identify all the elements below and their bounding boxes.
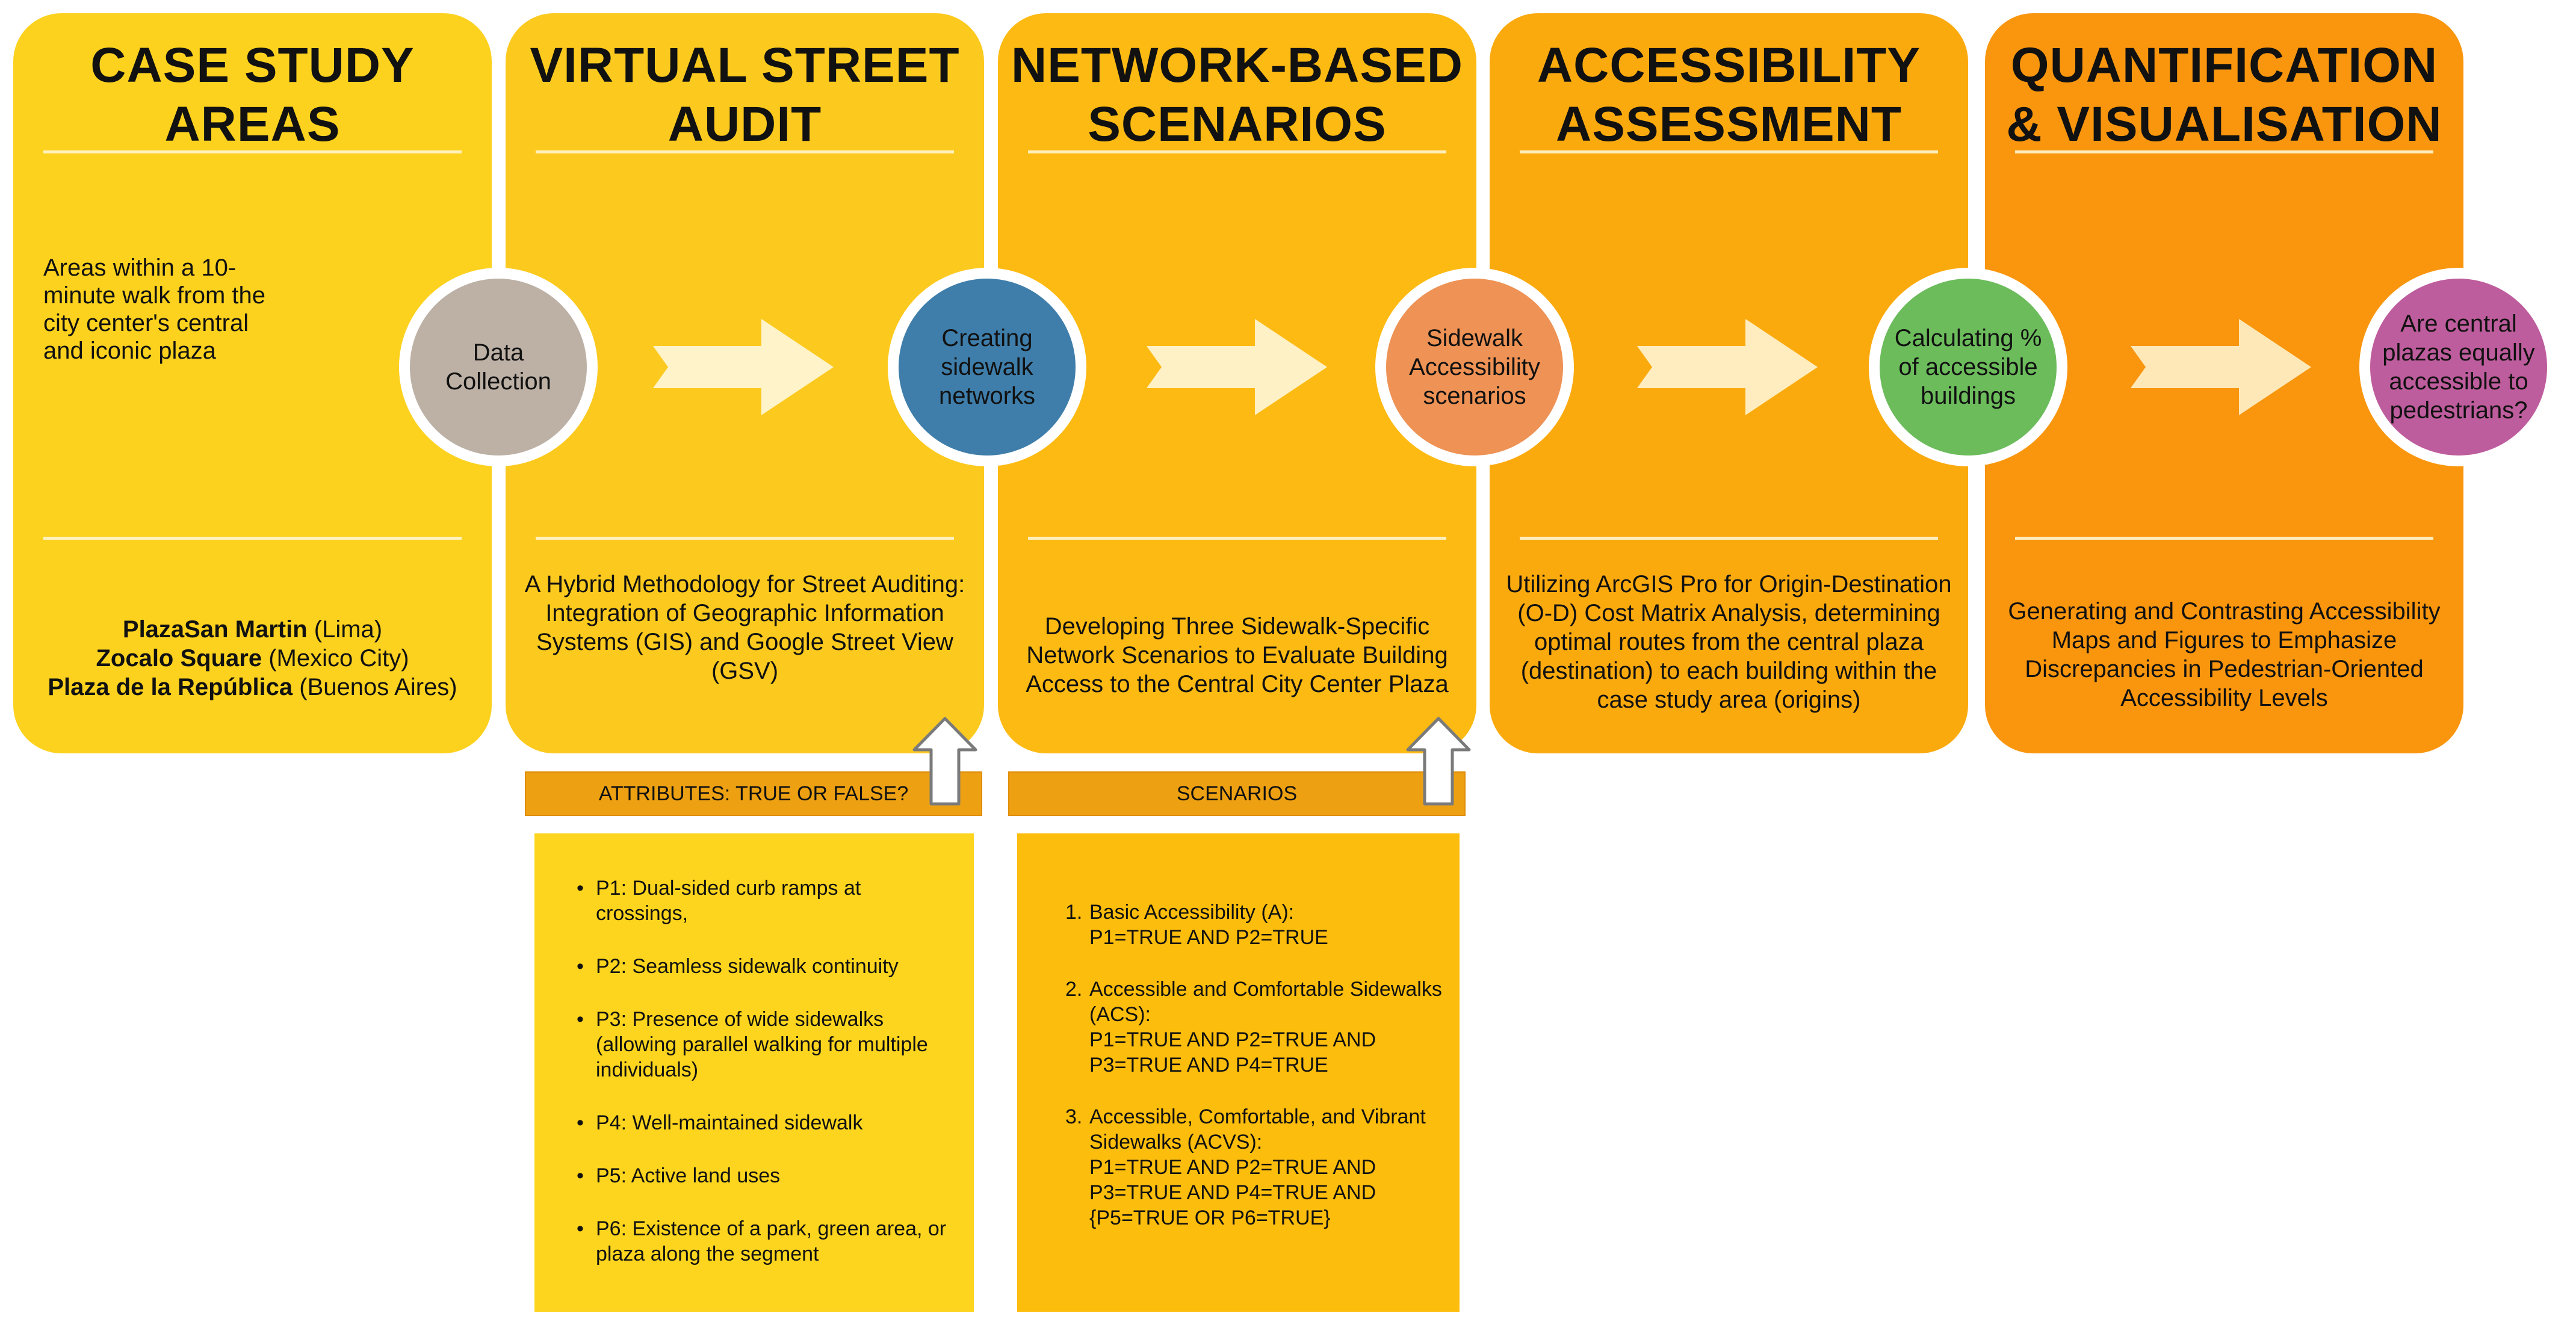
panel-intro: Areas within a 10-minute walk from the c…: [43, 255, 266, 364]
step-circle-accessibility-scenarios: Sidewalk Accessibility scenarios: [1375, 268, 1574, 466]
attribute-item: P2: Seamless sidewalk continuity: [577, 954, 950, 979]
divider: [43, 150, 462, 153]
attributes-list: P1: Dual-sided curb ramps at crossings, …: [577, 876, 950, 1294]
attributes-box: P1: Dual-sided curb ramps at crossings, …: [534, 833, 974, 1312]
panel-description: Developing Three Sidewalk-Specific Netwo…: [1026, 613, 1449, 697]
panel-title: VIRTUAL STREET AUDIT: [530, 38, 960, 152]
step-circle-accessible-buildings: Calculating % of accessible buildings: [1869, 268, 2067, 466]
panel-description: Generating and Contrasting Accessibility…: [2008, 598, 2441, 711]
up-arrow-icon: [912, 717, 977, 806]
divider: [43, 537, 462, 540]
scenarios-list: 1.Basic Accessibility (A): P1=TRUE AND P…: [1065, 900, 1451, 1257]
panel-title: ACCESSIBILITY ASSESSMENT: [1537, 38, 1921, 152]
scenario-item: 3.Accessible, Comfortable, and Vibrant S…: [1065, 1105, 1426, 1229]
up-arrow-icon: [1406, 717, 1471, 806]
panel-title: QUANTIFICATION & VISUALISATION: [2006, 38, 2442, 152]
panel-title: NETWORK-BASED SCENARIOS: [1011, 38, 1463, 152]
right-arrow-icon: [2131, 319, 2311, 415]
attributes-header: ATTRIBUTES: TRUE OR FALSE?: [525, 771, 982, 816]
panel-title: CASE STUDY AREAS: [90, 38, 415, 152]
divider: [1520, 150, 1938, 153]
scenarios-header: SCENARIOS: [1008, 771, 1466, 816]
right-arrow-icon: [1637, 319, 1818, 415]
place-lima: PlazaSan Martin (Lima): [122, 616, 383, 643]
case-study-places: PlazaSan Martin (Lima) Zocalo Square (Me…: [25, 615, 480, 702]
divider: [536, 150, 954, 153]
attribute-item: P3: Presence of wide sidewalks (allowing…: [577, 1007, 950, 1083]
attribute-item: P4: Well-maintained sidewalk: [577, 1110, 950, 1135]
scenario-item: 2.Accessible and Comfortable Sidewalks (…: [1065, 978, 1442, 1076]
attribute-item: P6: Existence of a park, green area, or …: [577, 1216, 950, 1267]
attribute-item: P1: Dual-sided curb ramps at crossings,: [577, 876, 950, 926]
right-arrow-icon: [653, 319, 834, 415]
step-circle-research-question: Are central plazas equally accessible to…: [2359, 268, 2558, 466]
right-arrow-icon: [1147, 319, 1327, 415]
divider: [2015, 537, 2433, 540]
divider: [1028, 150, 1446, 153]
divider: [1028, 537, 1446, 540]
scenarios-box: 1.Basic Accessibility (A): P1=TRUE AND P…: [1017, 833, 1460, 1312]
scenario-item: 1.Basic Accessibility (A): P1=TRUE AND P…: [1065, 901, 1328, 949]
divider: [2015, 150, 2433, 153]
place-mexico: Zocalo Square (Mexico City): [96, 645, 409, 672]
step-circle-data-collection: Data Collection: [399, 268, 598, 466]
divider: [1520, 537, 1938, 540]
divider: [536, 537, 954, 540]
step-circle-sidewalk-networks: Creating sidewalk networks: [888, 268, 1086, 466]
panel-description: Utilizing ArcGIS Pro for Origin-Destinat…: [1506, 571, 1952, 713]
place-buenos-aires: Plaza de la República (Buenos Aires): [48, 674, 457, 700]
attribute-item: P5: Active land uses: [577, 1163, 950, 1188]
panel-description: A Hybrid Methodology for Street Auditing…: [524, 571, 965, 684]
